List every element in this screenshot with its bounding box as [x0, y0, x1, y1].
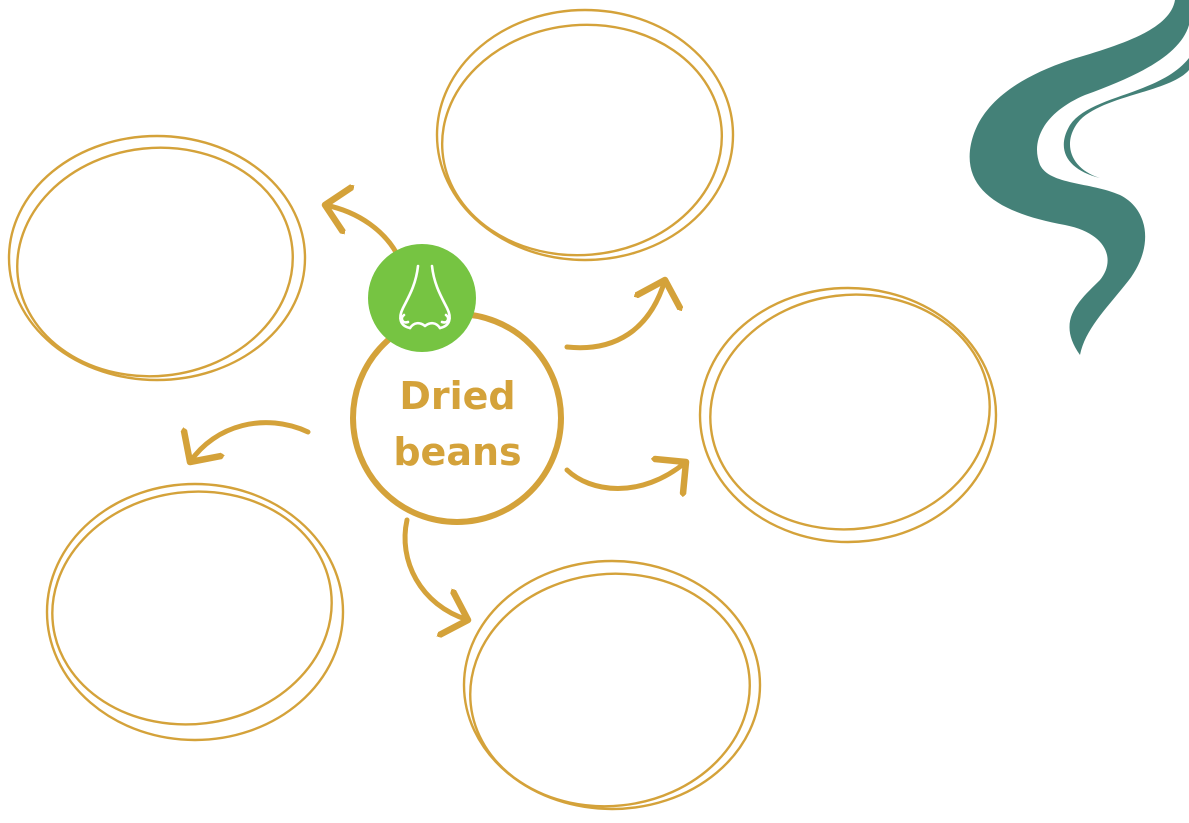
smell-wave-icon: [970, 0, 1189, 355]
center-label: Dried beans: [355, 368, 560, 480]
node-circle-right: [697, 279, 1003, 545]
node-circle-top: [433, 10, 733, 267]
arrow-to-right: [567, 462, 686, 489]
nose-badge: [368, 244, 476, 352]
node-circle-bottom-left: [39, 476, 345, 740]
node-circle-bottom: [459, 560, 762, 820]
arrow-to-bottom-left: [190, 423, 308, 462]
arrow-to-bottom: [405, 520, 468, 620]
center-label-line1: Dried: [355, 368, 560, 424]
arrow-to-top: [567, 280, 665, 348]
node-circle-top-left: [6, 134, 305, 390]
arrow-to-top-left: [325, 205, 397, 254]
center-label-line2: beans: [355, 424, 560, 480]
